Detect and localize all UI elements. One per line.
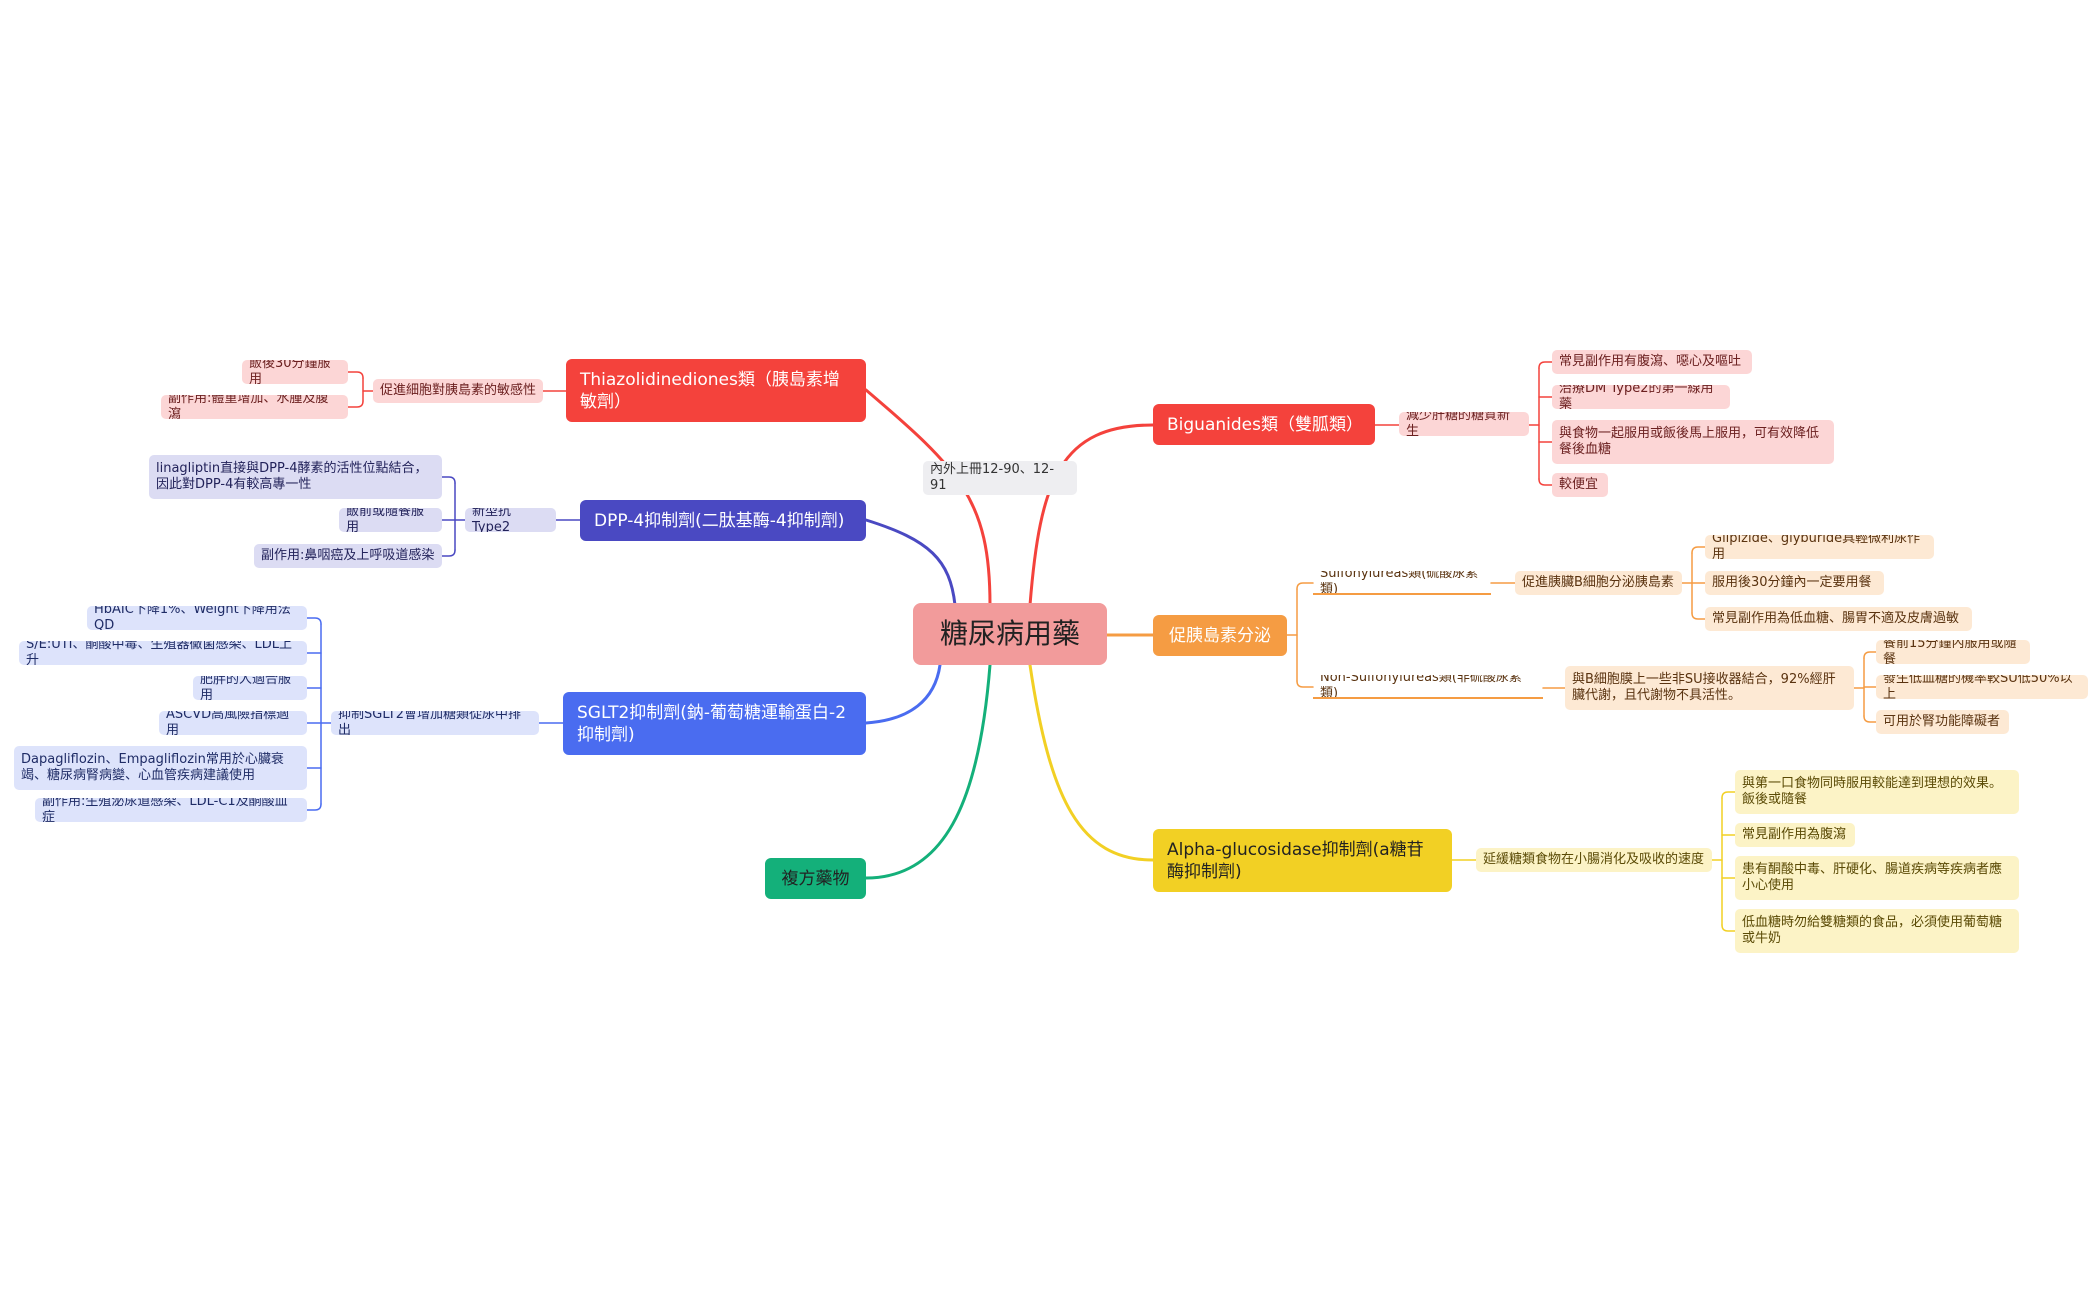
non-sulfonylureas-node[interactable]: Non-Sulfonylureas類(非硫酸尿素類)	[1313, 675, 1543, 699]
thiazolidinediones-mechanism[interactable]: 促進細胞對胰島素的敏感性	[373, 379, 543, 403]
dpp4-item-dosing[interactable]: 飯前或隨餐服用	[339, 508, 442, 532]
dpp4-item-linagliptin[interactable]: linagliptin直接與DPP-4酵素的活性位點結合，因此對DPP-4有較高…	[149, 455, 442, 499]
sulfonylureas-item-side-effects[interactable]: 常見副作用為低血糖、腸胃不適及皮膚過敏	[1705, 607, 1972, 631]
link-center-biguanides	[1028, 423, 1155, 607]
biguanides-mechanism[interactable]: 減少肝糖的糖質新生	[1399, 412, 1529, 436]
link-tzd-items-leaf-1	[347, 400, 364, 408]
branch-insulin-secretagogue[interactable]: 促胰島素分泌	[1153, 615, 1287, 656]
sglt2-item-ascvd[interactable]: ASCVD高風險指標適用	[159, 711, 307, 735]
sglt2-item-hba1c[interactable]: HbAIC下降1%、Weight下降用法QD	[87, 606, 307, 630]
branch-thiazolidinediones[interactable]: Thiazolidinediones類（胰島素增敏劑）	[566, 359, 866, 422]
non-sulfonylureas-item-dosing[interactable]: 餐前15分鐘內服用或隨餐	[1876, 640, 2030, 664]
link-center-sglt2	[864, 663, 942, 725]
dpp4-category[interactable]: 新型抗Type2	[465, 508, 556, 532]
link-dpp4-items-leaf-2	[441, 549, 456, 557]
link-dpp4-items-leaf-0	[441, 476, 456, 484]
sulfonylureas-mechanism[interactable]: 促進胰臟B細胞分泌胰島素	[1515, 571, 1682, 595]
link-sglt2-items-leaf-5	[306, 803, 322, 811]
note-label: 內外上冊12-90、12-91	[923, 461, 1077, 495]
biguanides-item-first-line[interactable]: 治療DM Type2的第一線用藥	[1552, 385, 1730, 409]
alpha-glucosidase-item-hypoglycemia[interactable]: 低血糖時勿給雙糖類的食品，必須使用葡萄糖或牛奶	[1735, 909, 2019, 953]
sglt2-item-dapagliflozin[interactable]: Dapagliflozin、Empagliflozin常用於心臟衰竭、糖尿病腎病…	[14, 746, 307, 790]
sglt2-item-side-effects[interactable]: 副作用:生殖泌尿道感染、LDL-C1及酮酸血症	[35, 798, 307, 822]
sulfonylureas-node[interactable]: Sulfonylureas類(硫酸尿素類)	[1313, 571, 1491, 595]
link-nonsu-items-leaf-2	[1863, 715, 1877, 723]
sglt2-item-se[interactable]: S/E:UTI、酮酸中毒、生殖器黴菌感染、LDL上升	[19, 641, 307, 665]
alpha-glucosidase-item-diarrhea[interactable]: 常見副作用為腹瀉	[1735, 823, 1855, 847]
non-sulfonylureas-item-renal[interactable]: 可用於腎功能障礙者	[1876, 710, 2009, 734]
link-secretagogue-types-leaf-0	[1296, 582, 1314, 590]
link-su-items-leaf-0	[1691, 546, 1706, 554]
dpp4-item-side-effects[interactable]: 副作用:鼻咽癌及上呼吸道感染	[254, 544, 442, 568]
link-biguanides-items-leaf-3	[1538, 478, 1553, 486]
alpha-glucosidase-item-caution[interactable]: 患有酮酸中毒、肝硬化、腸道疾病等疾病者應小心使用	[1735, 856, 2019, 900]
link-sglt2-items-leaf-0	[306, 617, 322, 625]
branch-biguanides[interactable]: Biguanides類（雙胍類）	[1153, 404, 1375, 445]
biguanides-item-with-food[interactable]: 與食物一起服用或飯後馬上服用，可有效降低餐後血糖	[1552, 420, 1834, 464]
center-topic[interactable]: 糖尿病用藥	[913, 603, 1107, 665]
sulfonylureas-item-meal[interactable]: 服用後30分鐘內一定要用餐	[1705, 571, 1884, 595]
branch-alpha-glucosidase[interactable]: Alpha-glucosidase抑制劑(a糖苷酶抑制劑)	[1153, 829, 1452, 892]
alpha-glucosidase-item-first-bite[interactable]: 與第一口食物同時服用較能達到理想的效果。飯後或隨餐	[1735, 770, 2019, 814]
link-alpha-items-leaf-0	[1721, 791, 1736, 799]
link-center-thiazolidinediones	[864, 388, 992, 607]
non-sulfonylureas-item-hypoglycemia[interactable]: 發生低血糖的機率較SU低50%以上	[1876, 675, 2088, 699]
sglt2-mechanism[interactable]: 抑制SGLT2會增加糖類從尿中排出	[331, 711, 539, 735]
non-sulfonylureas-mechanism[interactable]: 與B細胞膜上一些非SU接收器結合，92%經肝臟代謝，且代謝物不具活性。	[1565, 666, 1854, 710]
sulfonylureas-item-glipizide[interactable]: Glipizide、glyburide具輕微利尿作用	[1705, 535, 1934, 559]
link-center-dpp4	[864, 518, 957, 607]
link-center-combination	[864, 663, 992, 880]
link-secretagogue-types-leaf-1	[1296, 680, 1314, 688]
biguanides-item-side-effects[interactable]: 常見副作用有腹瀉、噁心及嘔吐	[1552, 350, 1752, 374]
link-su-items-leaf-2	[1691, 612, 1706, 620]
branch-dpp4[interactable]: DPP-4抑制劑(二肽基酶-4抑制劑)	[580, 500, 866, 541]
thiazolidinediones-item-dosing[interactable]: 飯後30分鐘服用	[242, 360, 348, 384]
branch-sglt2[interactable]: SGLT2抑制劑(鈉-葡萄糖運輸蛋白-2抑制劑)	[563, 692, 866, 755]
thiazolidinediones-item-side-effects[interactable]: 副作用:體重增加、水腫及腹瀉	[161, 395, 348, 419]
link-biguanides-items-leaf-0	[1538, 361, 1553, 369]
link-tzd-items-leaf-0	[347, 371, 364, 379]
alpha-glucosidase-mechanism[interactable]: 延緩糖類食物在小腸消化及吸收的速度	[1476, 848, 1712, 872]
biguanides-item-cheaper[interactable]: 較便宜	[1552, 473, 1608, 497]
sglt2-item-obesity[interactable]: 肥胖的人適合服用	[193, 676, 307, 700]
link-nonsu-items-leaf-0	[1863, 651, 1877, 659]
link-alpha-items-leaf-3	[1721, 924, 1736, 932]
link-center-alpha-glucosidase	[1028, 663, 1155, 862]
branch-combination-drugs[interactable]: 複方藥物	[765, 858, 866, 899]
